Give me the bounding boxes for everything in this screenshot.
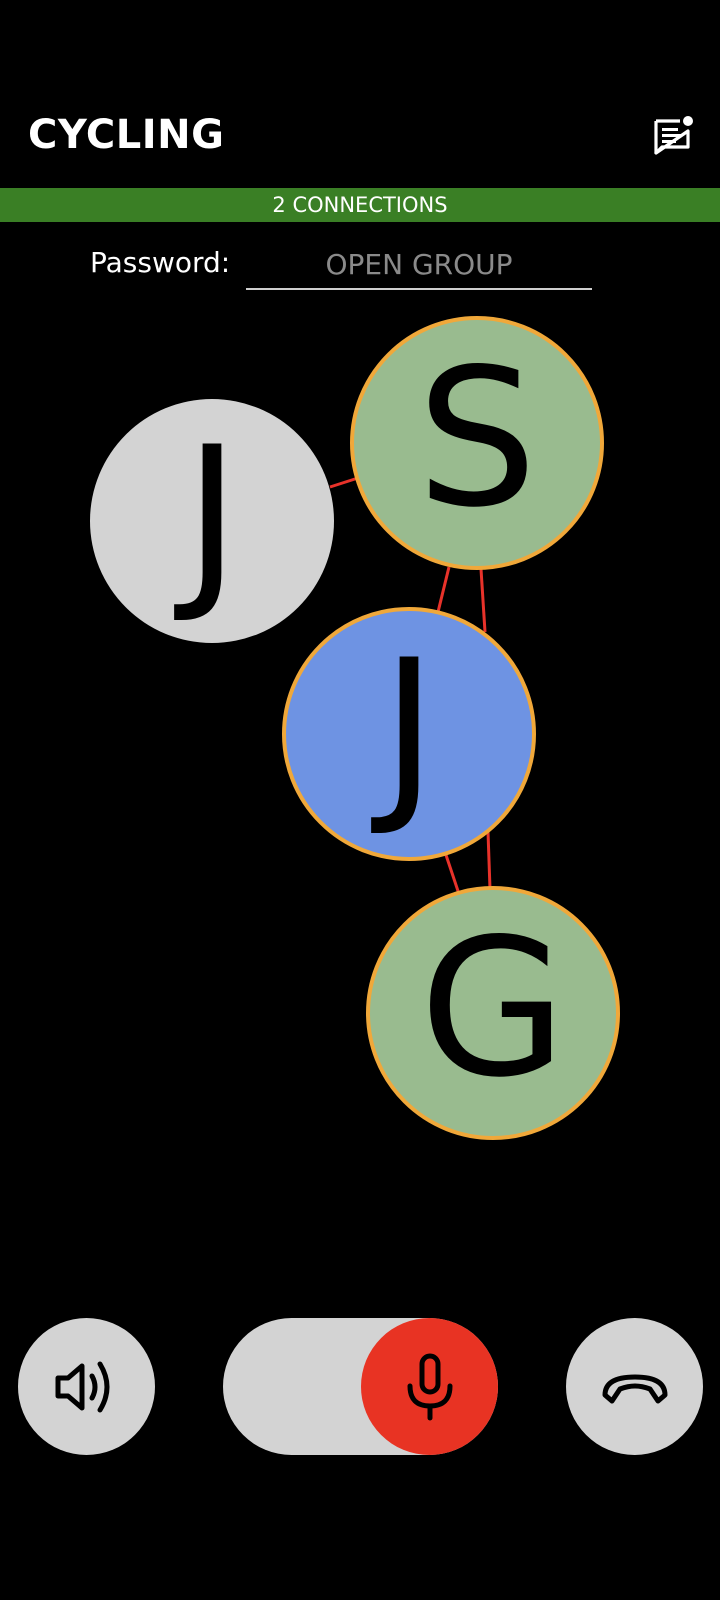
connection-status-bar: 2 CONNECTIONS [0,188,720,222]
edge-j-blue-g-1 [444,854,461,895]
participant-initial: J [380,619,438,840]
password-label: Password: [90,246,231,279]
participant-node-s[interactable]: S [350,316,604,570]
edge-j-gray-s [329,476,359,489]
edge-s-j-blue-2 [479,568,487,633]
speaker-icon [55,1361,109,1412]
password-input[interactable] [246,240,592,290]
hang-up-button[interactable] [566,1318,703,1455]
participant-node-j-gray[interactable]: J [90,399,334,643]
group-title: CYCLING [28,112,225,158]
edge-s-j-blue-1 [436,566,451,613]
mic-toggle[interactable] [223,1318,498,1455]
chat-button[interactable] [652,115,696,159]
mic-toggle-knob[interactable] [361,1318,498,1455]
participant-initial: G [419,898,567,1119]
hang-up-phone-icon [602,1374,667,1403]
connection-count: 2 CONNECTIONS [272,193,448,217]
edge-j-blue-g-2 [486,831,492,890]
participant-node-j-blue[interactable]: J [282,607,536,861]
participant-initial: J [183,406,241,627]
speaker-button[interactable] [18,1318,155,1455]
microphone-icon [407,1353,452,1420]
participant-node-g[interactable]: G [366,886,620,1140]
participant-initial: S [416,328,538,549]
chat-notification-icon [654,116,693,155]
